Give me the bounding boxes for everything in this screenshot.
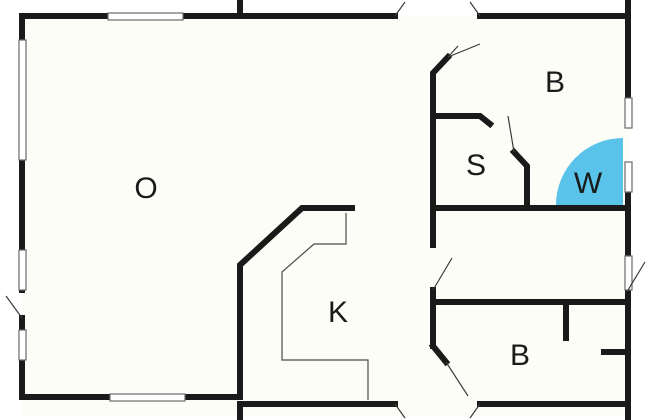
room-label-kitchen: K	[328, 296, 348, 329]
room-label-bedroom-2: B	[510, 339, 530, 372]
room-label-bedroom-1: B	[545, 66, 565, 99]
room-label-washroom: W	[574, 167, 603, 200]
room-label-living: O	[134, 172, 157, 205]
doors	[5, 1, 646, 419]
outside-top-left	[240, 0, 650, 15]
wet-room-area	[556, 138, 623, 205]
room-label-storage: S	[466, 149, 486, 182]
kitchen-counter	[281, 213, 369, 400]
interior-walls	[237, 52, 628, 400]
floor-area	[22, 15, 630, 417]
